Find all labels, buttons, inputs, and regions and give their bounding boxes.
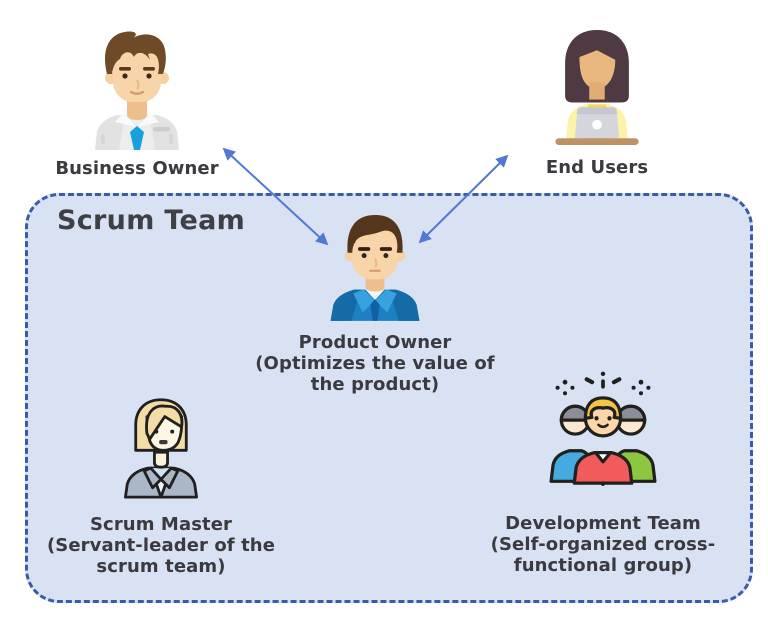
node-scrum-master: Scrum Master (Servant-leader of the scru… bbox=[45, 396, 277, 577]
scrum-master-sublabel: (Servant-leader of the scrum team) bbox=[46, 535, 276, 577]
end-users-label: End Users bbox=[545, 157, 649, 178]
product-owner-label: Product Owner bbox=[298, 332, 452, 353]
development-team-sublabel: (Self-organized cross-functional group) bbox=[490, 534, 716, 576]
business-owner-label: Business Owner bbox=[55, 158, 219, 179]
development-team-label: Development Team bbox=[505, 513, 701, 534]
scrum-team-title: Scrum Team bbox=[57, 205, 246, 236]
scrum-master-label: Scrum Master bbox=[89, 514, 232, 535]
node-business-owner: Business Owner bbox=[37, 30, 237, 179]
product-owner-icon bbox=[330, 214, 420, 321]
end-users-icon bbox=[555, 29, 639, 145]
business-owner-icon bbox=[95, 31, 179, 150]
node-product-owner: Product Owner (Optimizes the value of th… bbox=[242, 211, 508, 395]
development-team-icon bbox=[549, 371, 657, 486]
node-development-team: Development Team (Self-organized cross-f… bbox=[477, 370, 729, 576]
product-owner-sublabel: (Optimizes the value of the product) bbox=[255, 353, 495, 395]
node-end-users: End Users bbox=[497, 26, 697, 178]
scrum-master-icon bbox=[124, 398, 198, 499]
